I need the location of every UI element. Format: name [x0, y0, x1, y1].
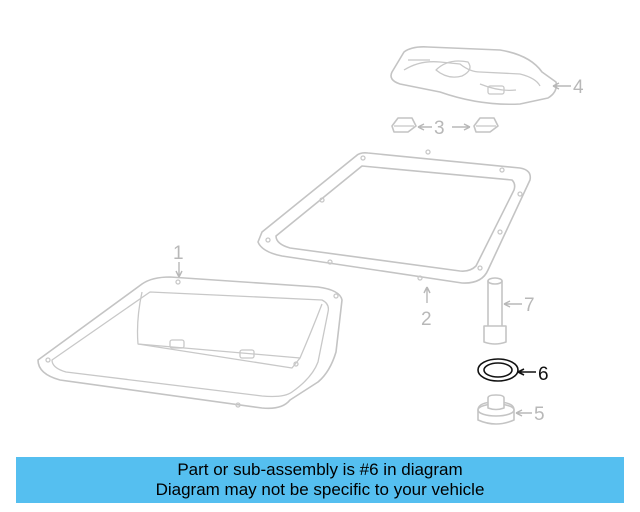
banner-line-disclaimer: Diagram may not be specific to your vehi…: [155, 480, 485, 499]
leader-6: [517, 368, 536, 376]
filter-part-4[interactable]: [390, 46, 558, 106]
gasket-part-2[interactable]: [257, 149, 532, 284]
callout-4[interactable]: 4: [573, 77, 584, 98]
info-banner: Part or sub-assembly is #6 in diagram Di…: [16, 457, 624, 503]
o-ring-part-6[interactable]: [477, 358, 519, 382]
parts-diagram: 4 3 2 1: [37, 46, 584, 425]
callout-5[interactable]: 5: [534, 404, 545, 425]
callout-6[interactable]: 6: [538, 364, 549, 385]
leader-4: [552, 82, 571, 90]
oil-pan-part-1[interactable]: [37, 276, 343, 410]
leader-5: [515, 409, 532, 417]
plug-part-5[interactable]: [477, 394, 515, 425]
bolt-part-7[interactable]: [483, 277, 507, 345]
pad-part-3-left[interactable]: [391, 117, 417, 133]
callout-2[interactable]: 2: [421, 309, 432, 330]
pad-part-3-right[interactable]: [473, 117, 499, 133]
leader-3: [417, 123, 471, 131]
banner-line-part: Part or sub-assembly is #6 in diagram: [177, 460, 463, 479]
leader-2: [423, 286, 431, 303]
callout-7[interactable]: 7: [524, 295, 535, 316]
callout-1[interactable]: 1: [173, 243, 184, 264]
leader-7: [503, 300, 522, 308]
leader-1: [175, 262, 183, 278]
callout-3[interactable]: 3: [434, 118, 445, 139]
